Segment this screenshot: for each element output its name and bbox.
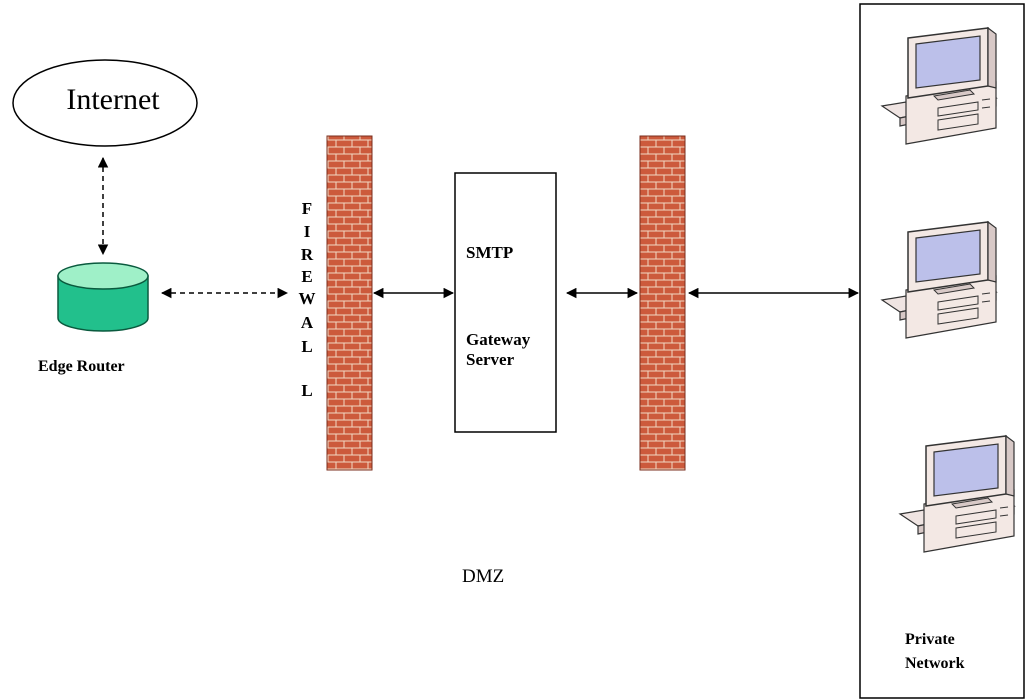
firewall-letter: L <box>301 381 313 400</box>
internet-node <box>12 59 198 147</box>
firewall-letter: L <box>301 337 313 356</box>
firewall-letter: I <box>303 222 311 241</box>
firewall-letter: A <box>300 313 314 332</box>
private-network-label: Private Network <box>905 628 965 676</box>
smtp-label: SMTP <box>466 243 514 262</box>
edge-router-label: Edge Router <box>38 358 125 375</box>
dmz-label: DMZ <box>462 566 505 587</box>
firewall-letter: W <box>298 289 316 308</box>
firewall-outer-wall <box>326 135 373 471</box>
gateway-label: Gateway <box>466 330 531 349</box>
network-label: Network <box>905 655 965 672</box>
smtp-gateway-server-box <box>454 172 557 433</box>
edge-router-icon <box>57 262 149 332</box>
server-label: Server <box>466 350 515 369</box>
firewall-letter: F <box>301 199 313 218</box>
gateway-server-label: Gateway Server <box>466 330 530 370</box>
firewall-inner-wall <box>639 135 686 471</box>
firewall-letter: E <box>301 267 313 286</box>
private-label: Private <box>905 631 955 648</box>
firewall-letter: R <box>300 245 314 264</box>
internet-label: Internet <box>66 83 160 116</box>
